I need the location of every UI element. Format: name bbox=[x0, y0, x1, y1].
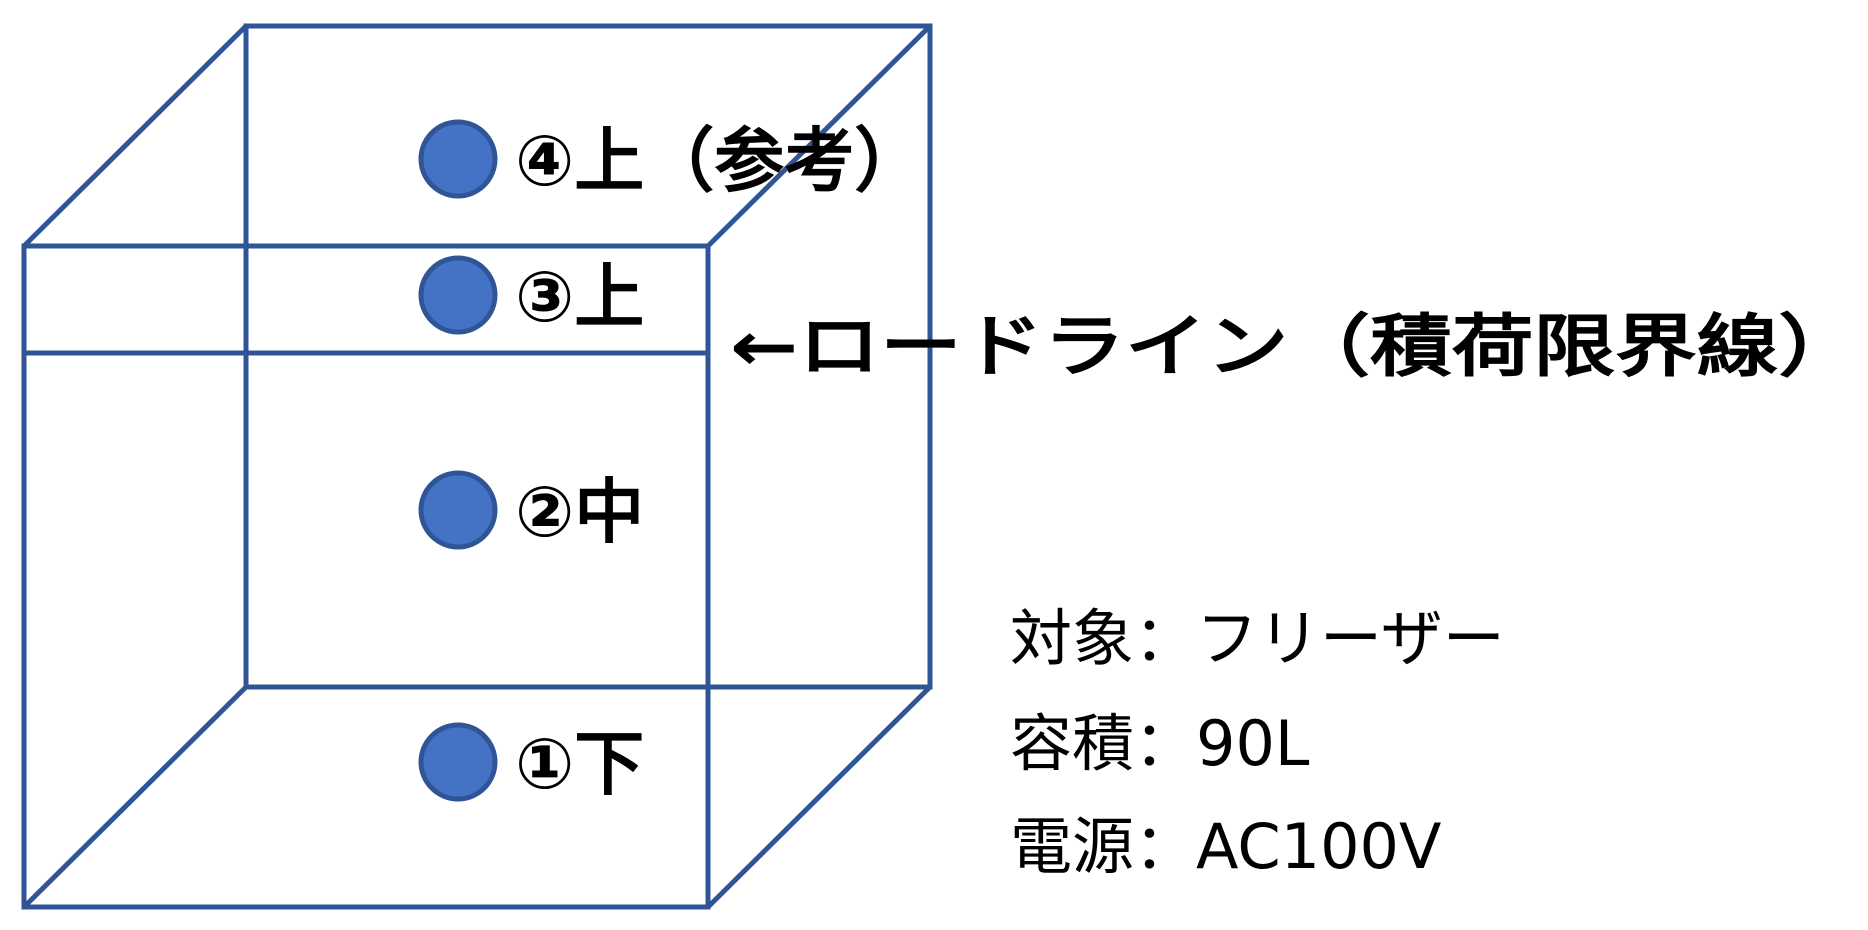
spec-key-target: 対象 bbox=[1010, 602, 1134, 675]
box-front-face bbox=[21, 243, 711, 910]
spec-sep-volume: ： bbox=[1134, 707, 1196, 780]
spec-row-target: 対象：フリーザー bbox=[1010, 602, 1505, 675]
spec-key-volume: 容積 bbox=[1010, 707, 1134, 780]
box-edge-bottom-right bbox=[706, 685, 932, 909]
spec-sep-target: ： bbox=[1134, 602, 1196, 675]
freezer-box-wireframe bbox=[21, 23, 933, 910]
position-markers bbox=[418, 119, 498, 802]
box-edge-top-left bbox=[22, 24, 248, 248]
box-back-face bbox=[243, 23, 933, 690]
position-marker-1 bbox=[418, 722, 498, 802]
spec-row-power: 電源：AC100V bbox=[1010, 810, 1441, 883]
position-marker-2 bbox=[418, 470, 498, 550]
spec-key-power: 電源 bbox=[1010, 810, 1134, 883]
spec-value-power: AC100V bbox=[1196, 810, 1441, 883]
position-label-2: ②中 bbox=[515, 471, 644, 553]
box-edge-bottom-left bbox=[22, 685, 248, 909]
spec-row-volume: 容積：90L bbox=[1010, 707, 1310, 780]
position-labels: ④上（参考） ③上 ②中 ①下 bbox=[515, 120, 924, 805]
position-label-3: ③上 bbox=[515, 256, 644, 338]
spec-sep-power: ： bbox=[1134, 810, 1196, 883]
spec-value-target: フリーザー bbox=[1196, 602, 1505, 675]
box-edge-top-right bbox=[706, 24, 932, 248]
position-label-1: ①下 bbox=[515, 723, 644, 805]
position-marker-4 bbox=[418, 119, 498, 199]
load-line-label: ←ロードライン（積荷限界線） bbox=[730, 308, 1860, 387]
spec-value-volume: 90L bbox=[1196, 707, 1310, 780]
position-marker-3 bbox=[418, 255, 498, 335]
spec-list: 対象：フリーザー 容積：90L 電源：AC100V bbox=[1010, 602, 1505, 883]
position-label-4: ④上（参考） bbox=[515, 120, 924, 202]
